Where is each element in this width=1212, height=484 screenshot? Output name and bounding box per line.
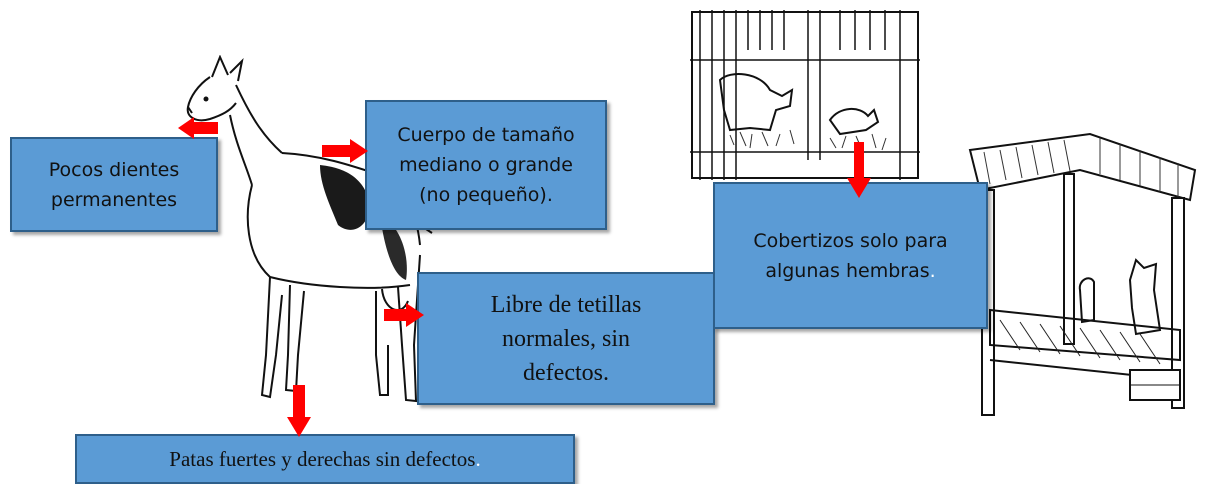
- arrow-to-teeth: [178, 117, 218, 139]
- label-legs: Patas fuertes y derechas sin defectos.: [75, 434, 575, 484]
- label-teats: Libre de tetillas normales, sin defectos…: [417, 272, 715, 405]
- arrow-to-shelter: [847, 142, 871, 198]
- label-body-size: Cuerpo de tamaño mediano o grande (no pe…: [365, 100, 607, 230]
- label-shelter: Cobertizos solo para algunas hembras.: [713, 182, 988, 329]
- label-shelter-text: Cobertizos solo para algunas hembras.: [731, 226, 971, 286]
- label-legs-text: Patas fuertes y derechas sin defectos.: [169, 447, 480, 472]
- label-legs-period: .: [475, 446, 481, 471]
- shelter-illustration: [968, 132, 1197, 416]
- label-legs-main: Patas fuertes y derechas sin defectos: [169, 446, 476, 471]
- label-shelter-main: Cobertizos solo para algunas hembras: [753, 229, 948, 282]
- arrow-to-teats: [384, 303, 424, 327]
- arrow-to-legs: [287, 385, 311, 437]
- label-shelter-period: .: [929, 259, 936, 282]
- barn-interior-illustration: [690, 10, 920, 180]
- label-teeth-text: Pocos dientes permanentes: [48, 158, 180, 211]
- label-body-size-text: Cuerpo de tamaño mediano o grande (no pe…: [397, 124, 575, 206]
- label-teeth: Pocos dientes permanentes: [10, 137, 218, 232]
- arrow-to-body: [322, 139, 368, 163]
- label-teats-text: Libre de tetillas normales, sin defectos…: [490, 291, 642, 386]
